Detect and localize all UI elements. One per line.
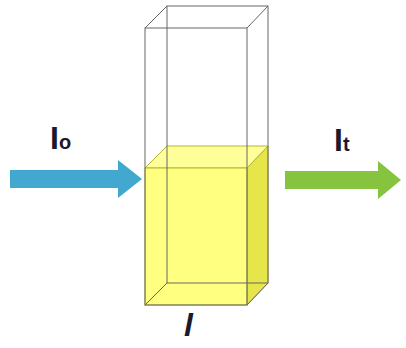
liquid-surface xyxy=(145,146,268,168)
cuvette-glass xyxy=(145,6,268,305)
path-length-label: l xyxy=(184,309,193,341)
liquid-front xyxy=(145,168,247,305)
liquid-side xyxy=(247,146,268,305)
transmitted-beam-arrow xyxy=(285,161,401,199)
transmitted-intensity-label: It xyxy=(334,124,350,156)
incident-beam-arrow xyxy=(10,160,142,198)
incident-intensity-label: Io xyxy=(50,122,71,154)
